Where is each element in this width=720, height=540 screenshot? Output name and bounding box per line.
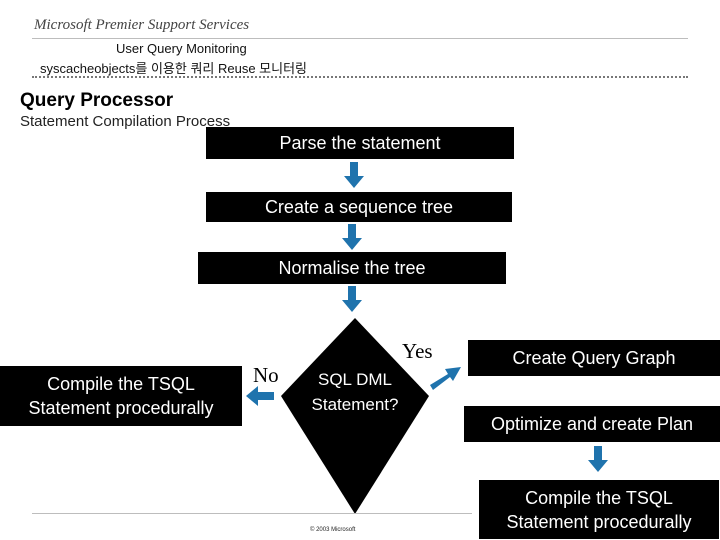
- compile-right-line2: Statement procedurally: [506, 511, 692, 532]
- arrow-down-3-icon: [342, 286, 362, 312]
- slide-subtitle-1: User Query Monitoring: [116, 41, 247, 56]
- no-label: No: [253, 363, 279, 387]
- arrow-down-1-icon: [344, 162, 364, 188]
- header-divider: [32, 38, 688, 39]
- arrow-down-right-icon: [588, 446, 608, 472]
- create-query-graph-label: Create Query Graph: [512, 348, 676, 368]
- arrow-down-2-icon: [342, 224, 362, 250]
- slide-subtitle-2: syscacheobjects를 이용한 쿼리 Reuse 모니터링: [40, 61, 308, 76]
- section-title: Query Processor: [20, 90, 174, 111]
- brand-title: Microsoft Premier Support Services: [34, 17, 250, 33]
- decision-diamond: [281, 318, 429, 514]
- arrow-yes-icon: [430, 367, 461, 390]
- section-subtitle: Statement Compilation Process: [20, 113, 231, 130]
- optimize-plan-box: Optimize and create Plan: [464, 406, 720, 442]
- sequence-tree-label: Create a sequence tree: [264, 197, 454, 217]
- create-query-graph-box: Create Query Graph: [468, 340, 720, 376]
- normalise-tree-label: Normalise the tree: [278, 258, 426, 278]
- copyright-text: © 2003 Microsoft: [310, 527, 356, 533]
- dotted-divider: [32, 76, 688, 78]
- decision-label: SQL DML Statement?: [290, 367, 420, 417]
- arrow-no-icon: [246, 386, 274, 406]
- compile-left-line2: Statement procedurally: [28, 398, 214, 418]
- parse-statement-box: Parse the statement: [206, 127, 514, 159]
- normalise-tree-box: Normalise the tree: [198, 252, 506, 284]
- footer-divider: [32, 513, 472, 514]
- compile-procedural-left-box: Compile the TSQL Statement procedurally: [0, 366, 242, 426]
- yes-label: Yes: [402, 339, 433, 363]
- compile-left-line1: Compile the TSQL: [47, 374, 195, 394]
- compile-procedural-right-box: Compile the TSQL Statement procedurally: [478, 479, 720, 540]
- parse-statement-label: Parse the statement: [279, 133, 441, 153]
- decision-label-line1: SQL DML: [317, 370, 392, 389]
- optimize-plan-label: Optimize and create Plan: [490, 414, 694, 434]
- compile-right-line1: Compile the TSQL: [525, 487, 673, 508]
- decision-label-line2: Statement?: [311, 395, 399, 414]
- sequence-tree-box: Create a sequence tree: [206, 192, 512, 222]
